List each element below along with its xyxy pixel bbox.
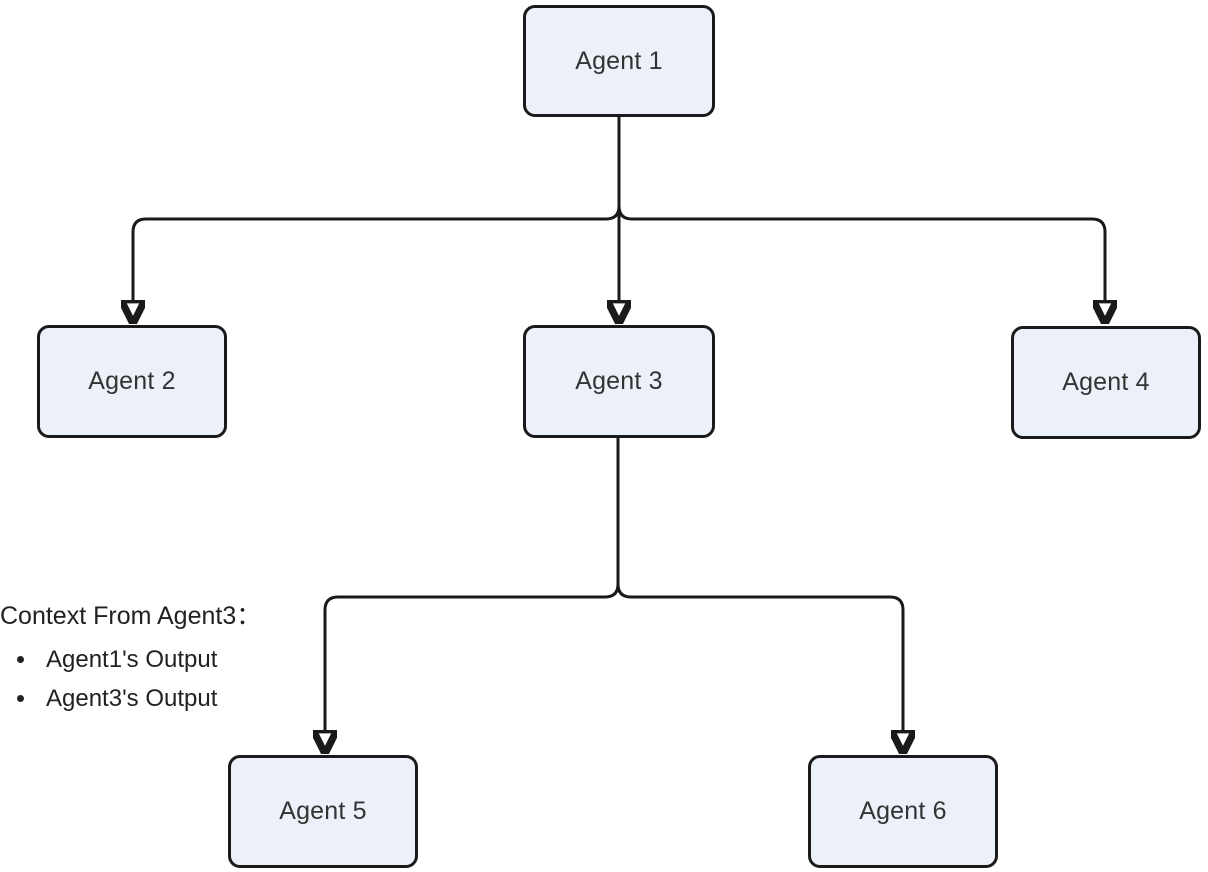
edge-agent3-agent5 xyxy=(325,438,620,731)
node-agent-5-label: Agent 5 xyxy=(279,797,367,825)
edge-agent1-agent2 xyxy=(133,117,621,301)
edge-agent3-agent6 xyxy=(616,438,903,731)
node-agent-1: Agent 1 xyxy=(523,5,715,117)
node-agent-2-label: Agent 2 xyxy=(88,367,176,395)
edge-agent1-agent4 xyxy=(617,117,1105,301)
node-agent-2: Agent 2 xyxy=(37,325,227,438)
node-agent-5: Agent 5 xyxy=(228,755,418,868)
node-agent-3-label: Agent 3 xyxy=(575,367,663,395)
node-agent-6-label: Agent 6 xyxy=(859,797,947,825)
node-agent-1-label: Agent 1 xyxy=(575,46,663,75)
node-agent-6: Agent 6 xyxy=(808,755,998,868)
context-annotation: Context From Agent3： Agent1's Output Age… xyxy=(0,599,340,718)
context-annotation-list: Agent1's Output Agent3's Output xyxy=(0,640,340,718)
context-annotation-item: Agent1's Output xyxy=(38,640,340,679)
context-annotation-title: Context From Agent3： xyxy=(0,602,262,630)
node-agent-4-label: Agent 4 xyxy=(1062,368,1150,396)
node-agent-3: Agent 3 xyxy=(523,325,715,438)
context-annotation-item: Agent3's Output xyxy=(38,679,340,718)
node-agent-4: Agent 4 xyxy=(1011,326,1201,439)
